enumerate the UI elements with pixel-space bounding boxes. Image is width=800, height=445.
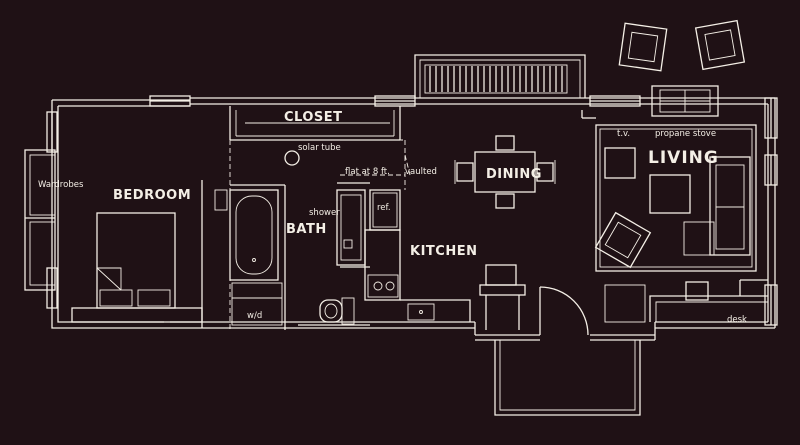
dining-label: DINING: [486, 167, 542, 182]
solar-tube-label: solar tube: [298, 143, 341, 153]
outdoor-chair-right: [694, 19, 746, 71]
kitchen-label: KITCHEN: [410, 244, 477, 259]
top-deck: [414, 54, 586, 98]
vaulted-label: vaulted: [405, 167, 437, 177]
tv-label: t.v.: [617, 129, 630, 139]
living-bench: [651, 85, 719, 117]
bedroom: Wardrobes BEDROOM: [38, 180, 228, 328]
wd-label: w/d: [247, 311, 262, 321]
bed: [96, 212, 176, 309]
wardrobes: [24, 149, 56, 291]
kitchen: ref. KITCHEN: [364, 189, 526, 330]
toilet: [319, 299, 343, 323]
armchair: [594, 211, 652, 269]
entry: [494, 286, 641, 416]
flat-ceiling-label: flat at 8 ft.: [345, 167, 390, 177]
wardrobes-label: Wardrobes: [38, 180, 84, 190]
bedroom-label: BEDROOM: [113, 188, 191, 203]
coffee-table: [649, 174, 691, 214]
propane-stove-label: propane stove: [655, 129, 716, 139]
living: t.v. propane stove LIVING desk: [581, 110, 768, 325]
desk-label: desk: [727, 315, 747, 325]
bathtub: [235, 195, 273, 275]
bath-label: BATH: [286, 222, 327, 237]
living-label: LIVING: [648, 148, 719, 168]
shower-label: shower: [309, 208, 340, 218]
exterior-walls: [51, 97, 776, 341]
solar-tube: solar tube: [284, 143, 341, 166]
closet-label: CLOSET: [284, 110, 343, 125]
ceiling-dash-lines: [229, 139, 411, 330]
sofa: [709, 156, 751, 256]
outdoor-chair-left: [618, 22, 668, 72]
propane-stove: [685, 281, 709, 301]
ref-label: ref.: [377, 203, 391, 213]
dining-set: DINING: [454, 135, 556, 209]
bath: w/d shower BATH: [229, 182, 370, 330]
tv: [604, 147, 636, 179]
dining-table: [474, 151, 536, 193]
windows: [46, 95, 778, 326]
closet: CLOSET: [229, 106, 401, 141]
